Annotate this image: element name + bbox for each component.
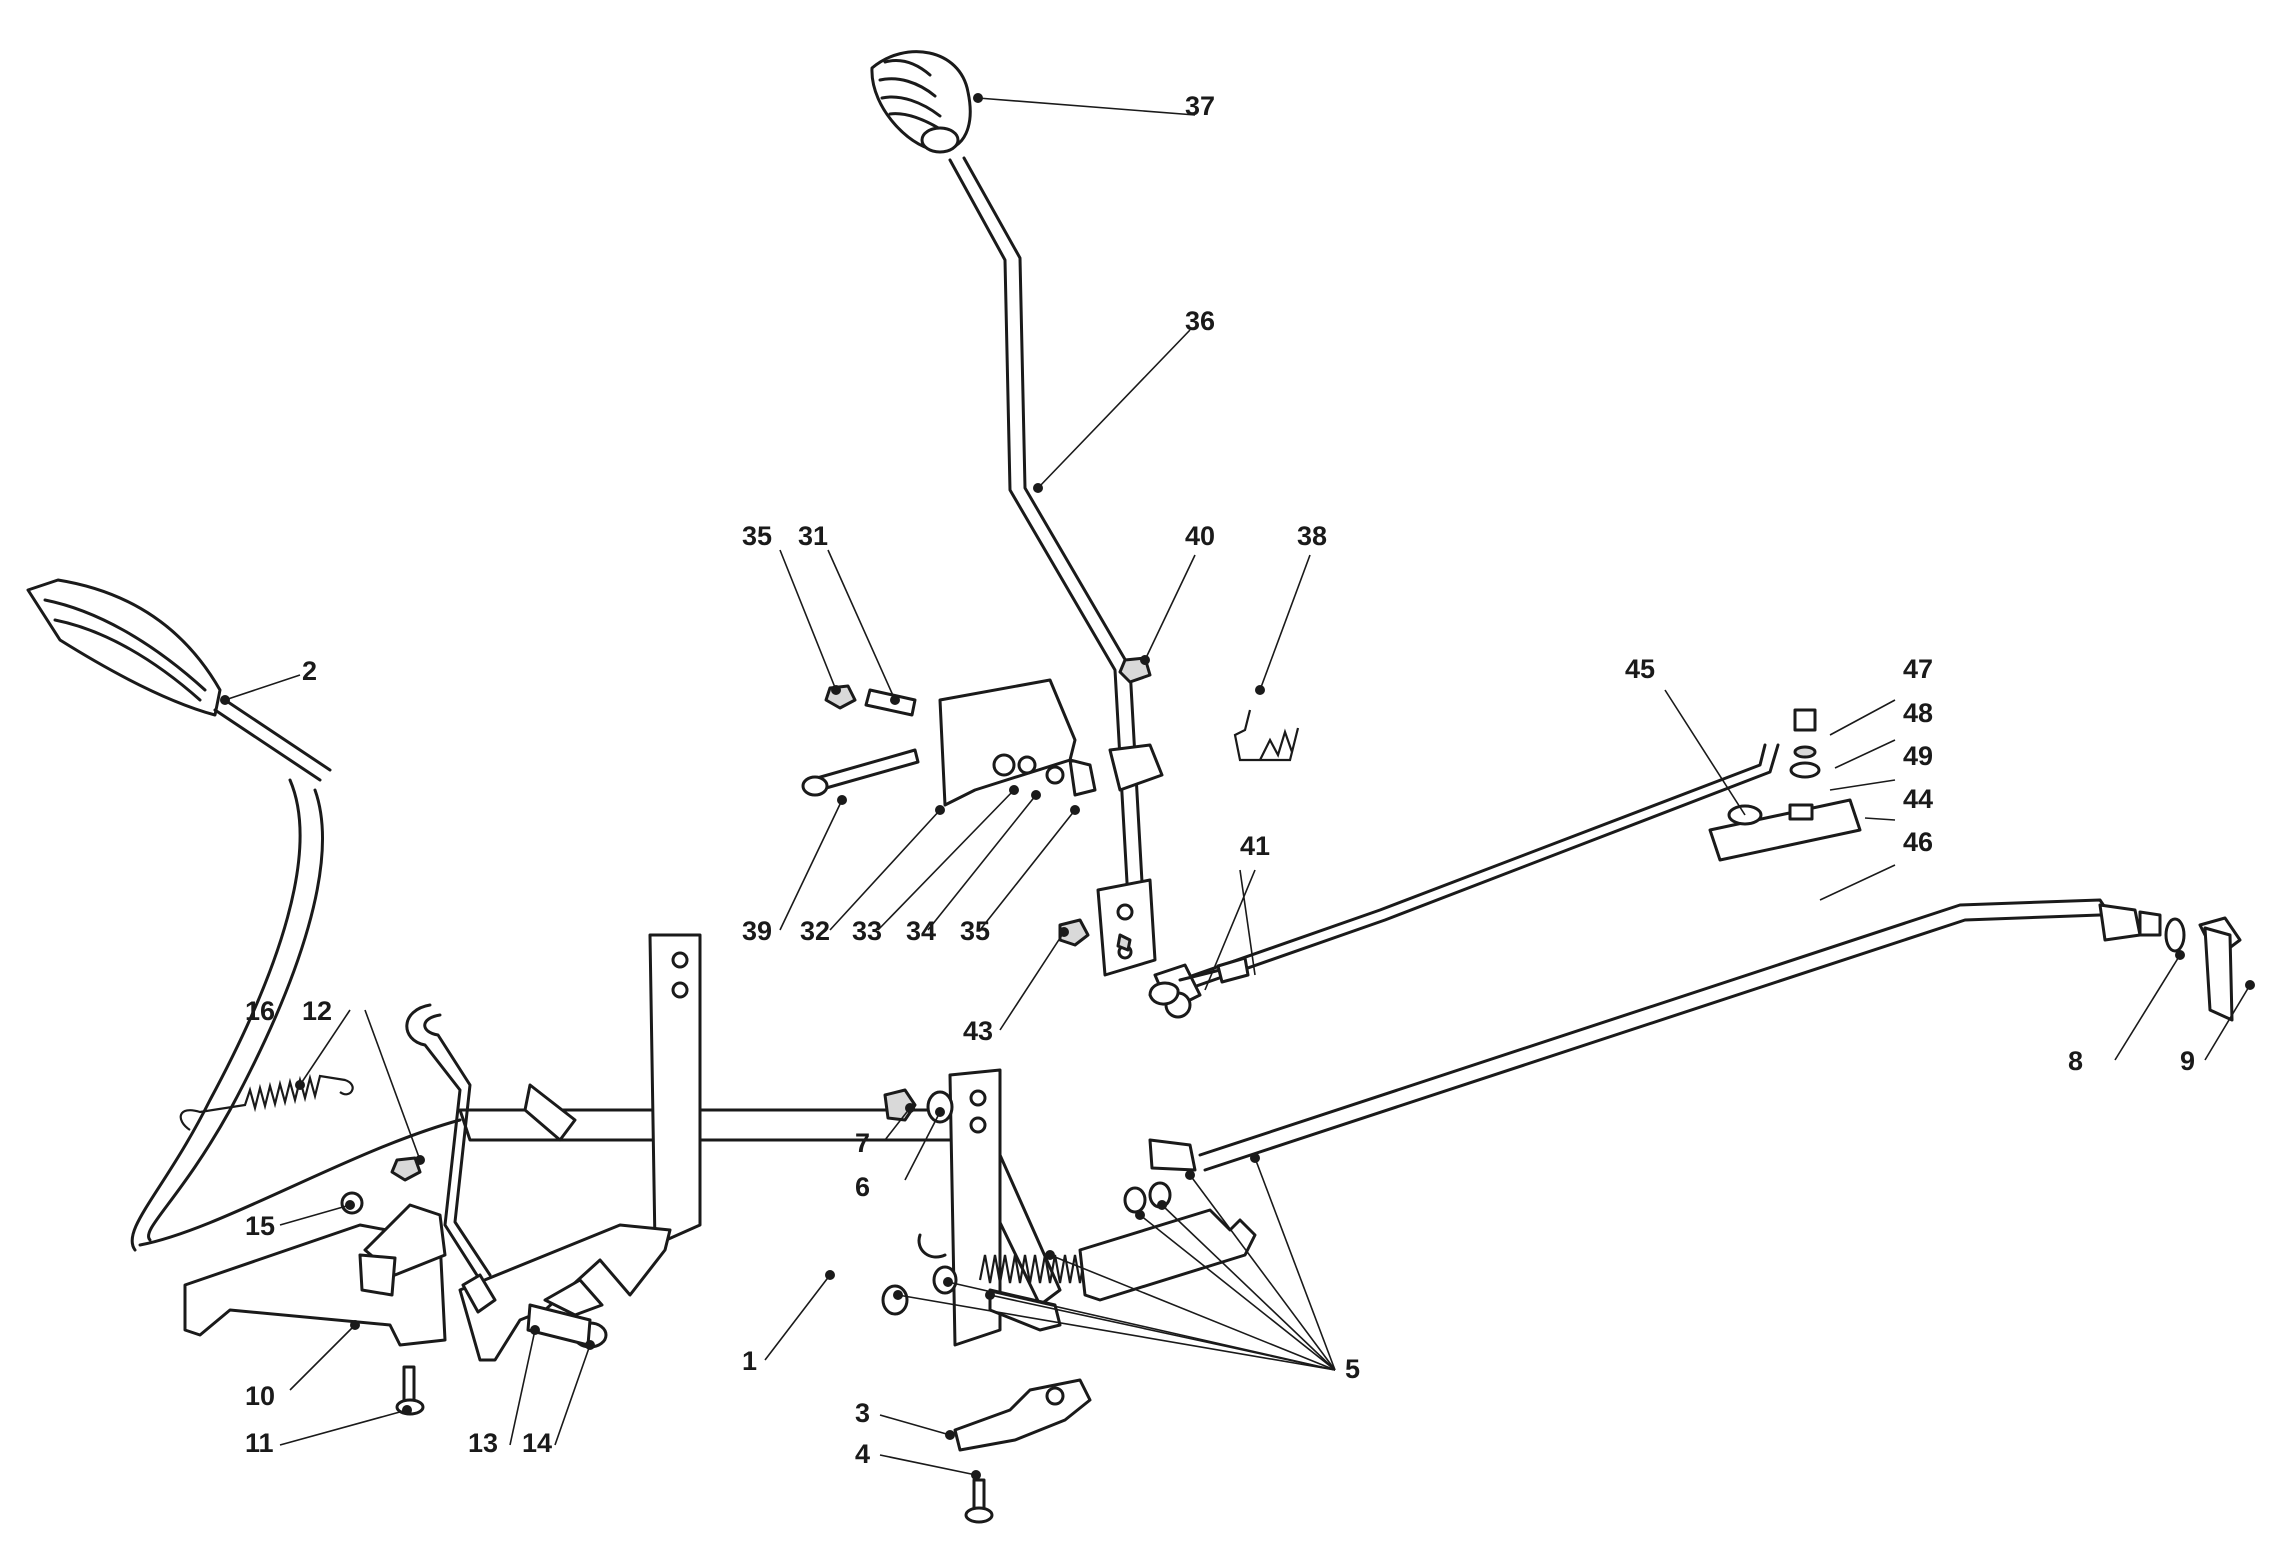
compression-spring-5 xyxy=(978,1254,1102,1284)
washer-8 xyxy=(2164,917,2186,953)
locking-plate xyxy=(458,1223,672,1362)
callout-39: 39 xyxy=(742,916,772,946)
callout-45: 45 xyxy=(1625,654,1655,684)
callout-13: 13 xyxy=(468,1428,498,1458)
tension-spring xyxy=(179,1073,354,1131)
callout-3: 3 xyxy=(855,1398,870,1428)
callout-34: 34 xyxy=(906,916,936,946)
callout-35a: 35 xyxy=(742,521,772,551)
leader-dots xyxy=(220,93,2255,1480)
slotted-bracket-5 xyxy=(1078,1208,1257,1302)
callout-33: 33 xyxy=(852,916,882,946)
leader-lines xyxy=(224,97,2251,1476)
callout-7: 7 xyxy=(855,1128,870,1158)
clamp-3 xyxy=(953,1378,1092,1452)
callout-2: 2 xyxy=(302,656,317,686)
callout-46: 46 xyxy=(1903,827,1933,857)
main-shaft xyxy=(458,933,1062,1347)
mounting-bracket-32 xyxy=(801,656,1164,807)
callout-35b: 35 xyxy=(960,916,990,946)
linkage-rods xyxy=(1148,743,2162,1172)
callout-4: 4 xyxy=(855,1439,870,1469)
hooked-rod xyxy=(405,1003,497,1314)
pedal-bracket xyxy=(183,1191,447,1347)
callout-37: 37 xyxy=(1185,91,1215,121)
locknut-12 xyxy=(390,1156,422,1182)
callout-40: 40 xyxy=(1185,521,1215,551)
callout-48: 48 xyxy=(1903,698,1933,728)
callout-14: 14 xyxy=(522,1428,552,1458)
callout-43: 43 xyxy=(963,1016,993,1046)
callout-labels: 1 2 3 4 5 6 7 8 9 10 11 12 13 14 15 16 3… xyxy=(245,91,2195,1469)
callout-16: 16 xyxy=(245,996,275,1026)
callout-5: 5 xyxy=(1345,1354,1360,1384)
callout-47: 47 xyxy=(1903,654,1933,684)
callout-12: 12 xyxy=(302,996,332,1026)
callout-49: 49 xyxy=(1903,741,1933,771)
callout-38: 38 xyxy=(1297,521,1327,551)
callout-9: 9 xyxy=(2180,1046,2195,1076)
callout-15: 15 xyxy=(245,1211,275,1241)
callout-10: 10 xyxy=(245,1381,275,1411)
adjustment-rod-41 xyxy=(1116,933,1250,1006)
callout-8: 8 xyxy=(2068,1046,2083,1076)
callout-36: 36 xyxy=(1185,306,1215,336)
screw-4 xyxy=(964,1478,994,1524)
callout-44: 44 xyxy=(1903,784,1933,814)
callout-31: 31 xyxy=(798,521,828,551)
gear-lever-rod xyxy=(948,156,1157,977)
callout-1: 1 xyxy=(742,1346,757,1376)
torsion-spring-38 xyxy=(1233,709,1300,762)
callout-6: 6 xyxy=(855,1172,870,1202)
gear-knob xyxy=(870,50,972,154)
callout-11: 11 xyxy=(245,1428,274,1458)
parts-drawing xyxy=(26,50,2242,1524)
bracket-plate-9 xyxy=(2203,926,2234,1022)
bracket-44 xyxy=(1708,708,1862,862)
clutch-pedal xyxy=(26,578,462,1252)
callout-32: 32 xyxy=(800,916,830,946)
callout-41: 41 xyxy=(1240,831,1270,861)
